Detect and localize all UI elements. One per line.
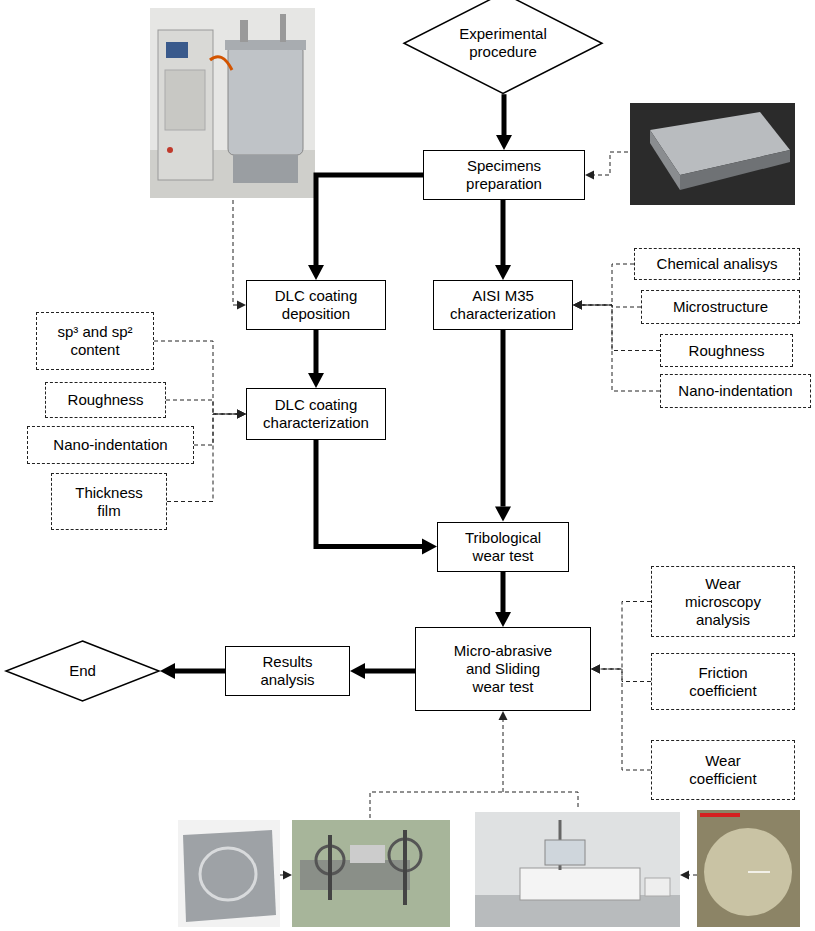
node-text: Roughness (689, 342, 765, 360)
flow-arrow (501, 572, 506, 613)
link-arrow (600, 602, 651, 670)
attribute-box: Nano-indentation (660, 374, 811, 408)
node-text: Roughness (68, 391, 144, 409)
node-text: Nano-indentation (53, 436, 167, 454)
node-text: sp³ and sp² content (50, 323, 140, 359)
process-box: Specimens preparation (423, 150, 585, 200)
link-arrow (154, 341, 237, 414)
micro-abrasive-tester-photo (475, 812, 680, 927)
node-text: Thickness film (69, 484, 149, 520)
link-arrow (194, 414, 237, 445)
node-text: Wear coefficient (678, 752, 768, 788)
process-box: AISI M35 characterization (433, 280, 573, 330)
flow-arrow (502, 94, 507, 135)
attribute-box: Wear coefficient (651, 740, 795, 800)
attribute-box: Friction coefficient (651, 653, 795, 710)
flow-arrow (501, 330, 506, 507)
attribute-box: Roughness (660, 334, 793, 367)
process-box: DLC coating deposition (246, 280, 386, 330)
attribute-box: Wear microscopy analysis (651, 566, 795, 637)
link-arrow (582, 264, 634, 305)
node-text: Nano-indentation (678, 382, 792, 400)
flow-arrow (314, 330, 319, 373)
terminal-diamond: End (5, 640, 160, 702)
sliding-tester-photo (292, 820, 450, 927)
diamond-shape (404, 0, 602, 93)
node-text: Microstructure (673, 298, 768, 316)
process-box: DLC coating characterization (246, 388, 386, 440)
link-arrow (600, 669, 651, 770)
attribute-box: Roughness (45, 382, 166, 418)
node-text: Tribological wear test (448, 529, 558, 565)
link-arrow (166, 400, 237, 414)
process-box: Results analysis (225, 646, 350, 696)
attribute-box: Microstructure (641, 290, 800, 324)
wear-crater-micrograph (697, 810, 800, 927)
node-text: AISI M35 characterization (441, 287, 566, 323)
deposition-equipment-photo (150, 8, 315, 198)
diamond-shape (6, 641, 159, 701)
node-text: DLC coating deposition (256, 287, 376, 323)
photo-leader-arrows (233, 152, 697, 875)
worn-plate-photo (178, 820, 280, 927)
node-text: End (69, 662, 96, 680)
terminal-diamond: Experimental procedure (403, 0, 603, 94)
attribute-box: Chemical analisys (634, 248, 800, 280)
process-box: Micro-abrasive and Sliding wear test (415, 627, 591, 711)
node-text: Specimens preparation (434, 157, 574, 193)
flow-arrow (316, 175, 423, 265)
flow-arrow (501, 200, 506, 265)
node-text: Results analysis (253, 653, 323, 689)
node-text: Wear microscopy analysis (678, 575, 768, 629)
attribute-box: Thickness film (51, 473, 167, 530)
flow-arrow (365, 669, 415, 674)
process-box: Tribological wear test (437, 522, 569, 572)
attribute-box: Nano-indentation (27, 426, 194, 464)
attribute-box: sp³ and sp² content (36, 312, 154, 370)
node-text: Experimental procedure (448, 25, 558, 61)
flow-arrow (175, 669, 225, 674)
node-text: DLC coating characterization (254, 396, 379, 432)
node-text: Chemical analisys (657, 255, 778, 273)
node-text: Friction coefficient (678, 664, 768, 700)
specimen-photo (630, 103, 795, 205)
flow-arrow (316, 440, 422, 547)
node-text: Micro-abrasive and Sliding wear test (448, 642, 558, 696)
link-arrow (600, 669, 651, 682)
